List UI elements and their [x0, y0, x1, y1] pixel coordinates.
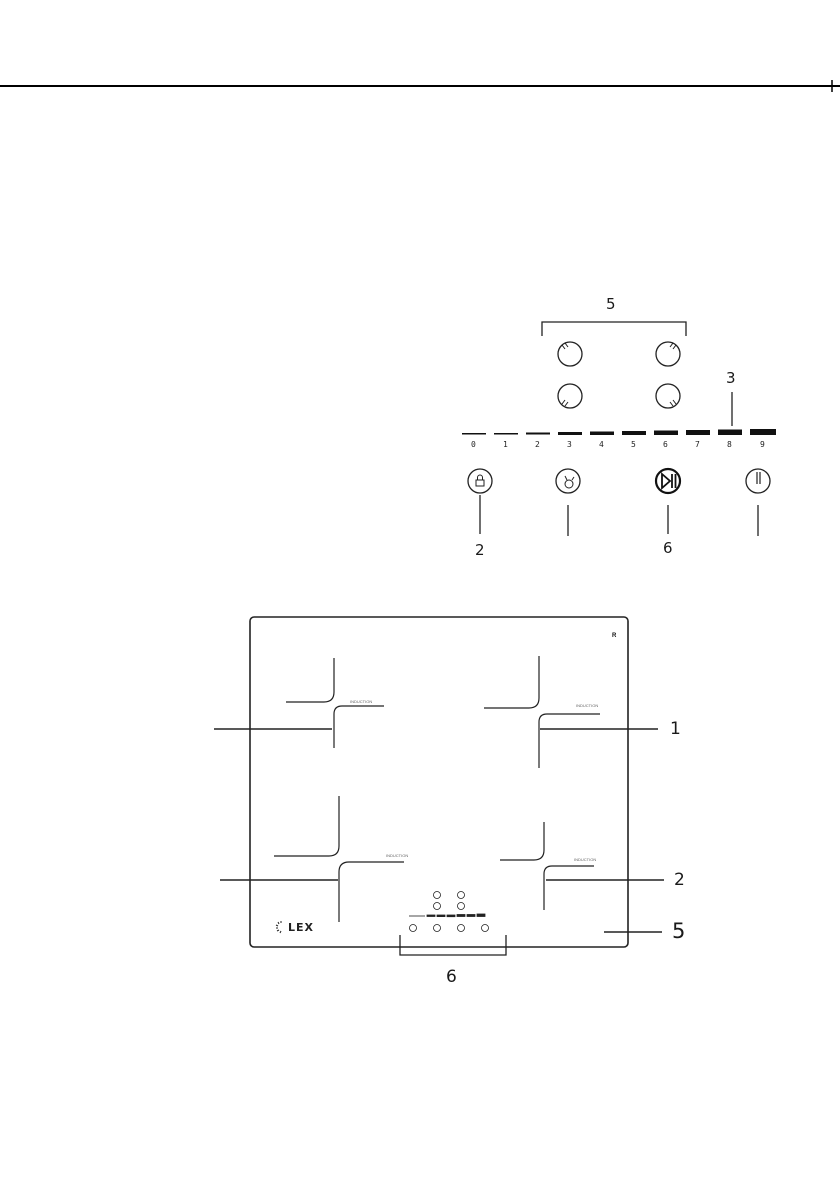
level-bar-9	[750, 429, 776, 435]
power-button[interactable]	[746, 469, 770, 493]
level-bar-5	[622, 431, 646, 435]
callout-power-slider: 3	[726, 369, 736, 387]
level-bar-7	[686, 430, 710, 435]
callout-lock: 2	[475, 541, 485, 559]
level-bar-3	[558, 432, 582, 435]
level-label-8: 8	[727, 440, 732, 449]
lock-button[interactable]	[468, 469, 492, 493]
callout-control-panel: 6	[446, 967, 457, 987]
level-bar-2	[526, 433, 550, 435]
level-label-4: 4	[599, 440, 604, 449]
callout-hob-2: 2	[674, 870, 685, 890]
zone-bracket	[542, 322, 686, 336]
zone-selector-rear-right-icon[interactable]	[656, 384, 680, 408]
level-bar-1	[494, 433, 518, 435]
zone-selector-front-right-icon[interactable]	[656, 342, 680, 366]
level-label-2: 2	[535, 440, 540, 449]
level-label-9: 9	[760, 440, 765, 449]
zone-tag-rear-right: INDUCTION	[576, 703, 598, 708]
timer-icon	[565, 476, 574, 488]
zone-tag-rear-left: INDUCTION	[350, 699, 372, 704]
level-label-6: 6	[663, 440, 668, 449]
callout-pause: 6	[663, 539, 673, 557]
callout-cooking-zones: 1	[670, 719, 681, 739]
level-label-1: 1	[503, 440, 508, 449]
timer-button[interactable]	[556, 469, 580, 493]
level-label-3: 3	[567, 440, 572, 449]
level-bar-6	[654, 431, 678, 436]
level-bar-0	[462, 433, 486, 435]
callout-zone-selectors: 5	[606, 295, 616, 313]
level-bar-4	[590, 432, 614, 436]
brand-logo: LEX	[288, 921, 314, 934]
zone-tag-front-right: INDUCTION	[574, 857, 596, 862]
level-bar-8	[718, 430, 742, 436]
zone-selector-front-left-icon[interactable]	[558, 342, 582, 366]
callout-glass-surface: 5	[672, 919, 685, 943]
power-slider[interactable]	[462, 429, 776, 435]
level-label-7: 7	[695, 440, 700, 449]
lock-icon	[476, 475, 484, 486]
zone-selector-rear-left-icon[interactable]	[558, 384, 582, 408]
registered-mark: R	[612, 633, 616, 639]
zone-tag-front-left: INDUCTION	[386, 853, 408, 858]
pause-play-button[interactable]	[656, 469, 680, 493]
level-label-5: 5	[631, 440, 636, 449]
power-icon	[757, 472, 760, 484]
pause-play-icon	[662, 474, 676, 488]
level-label-0: 0	[471, 440, 476, 449]
